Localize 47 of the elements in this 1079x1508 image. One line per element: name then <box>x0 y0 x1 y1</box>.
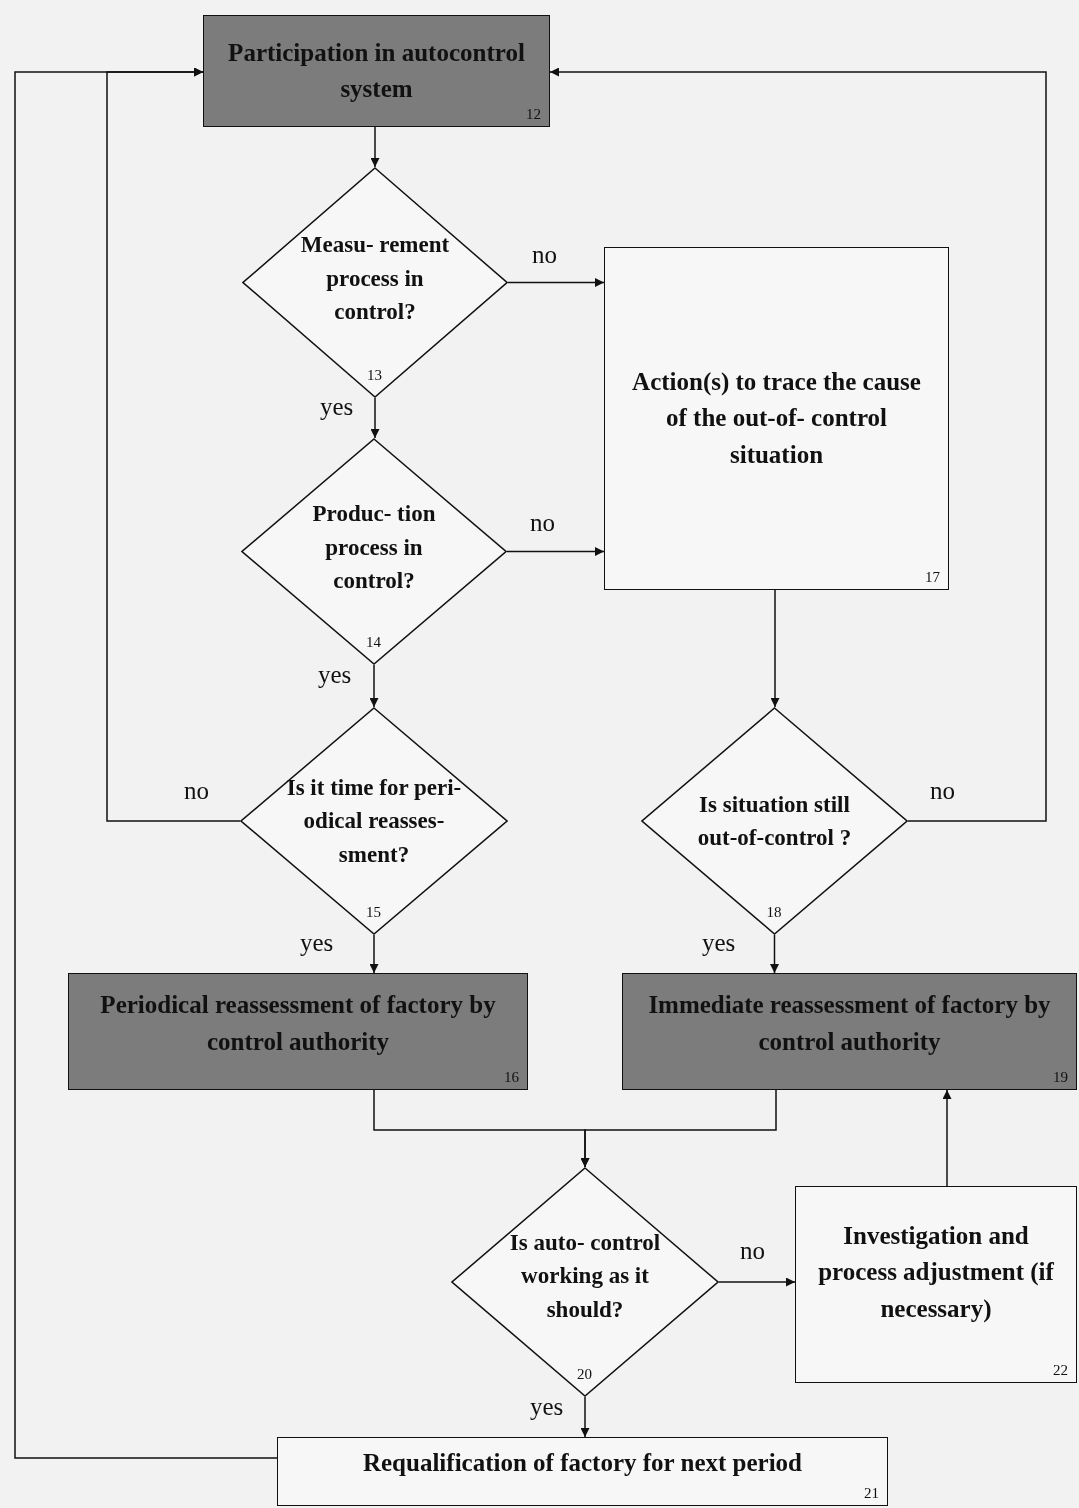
process-box <box>622 973 1077 1090</box>
node-text: Periodical reassessment of factory by control authority <box>99 990 497 1057</box>
process-box <box>604 247 949 590</box>
arrow <box>580 1396 590 1438</box>
node-text: Investigation and process adjustment (if necessary) <box>817 1221 1055 1325</box>
step-number: 20 <box>577 1366 592 1383</box>
arrow <box>549 67 1047 822</box>
step-number: 21 <box>864 1485 879 1502</box>
node-text: Is auto- control working as it should? <box>508 1229 662 1324</box>
node-text: Measu- rement process in control? <box>299 231 451 327</box>
arrow <box>770 589 780 708</box>
node-text: Is situation still out-of-control ? <box>696 790 853 852</box>
decision-diamond <box>641 707 908 935</box>
arrow <box>370 126 380 168</box>
step-number: 17 <box>925 569 940 586</box>
arrow <box>14 67 278 1459</box>
step-number: 12 <box>526 106 541 123</box>
step-number: 15 <box>366 904 381 921</box>
decision-diamond <box>242 167 508 398</box>
arrow <box>718 1277 796 1287</box>
arrow <box>507 278 605 287</box>
step-number: 22 <box>1053 1362 1068 1379</box>
arrow <box>370 397 380 439</box>
arrow <box>770 934 779 974</box>
step-number: 19 <box>1053 1069 1068 1086</box>
node-text: Is it time for peri- odical reasses- sment? <box>285 774 463 869</box>
process-box <box>795 1186 1077 1383</box>
arrow <box>580 1089 777 1168</box>
process-box <box>277 1437 888 1506</box>
step-number: 18 <box>766 904 782 921</box>
arrow <box>942 1089 952 1187</box>
process-box <box>203 15 550 127</box>
node-text: Action(s) to trace the cause of the out-of- control situation <box>631 367 922 470</box>
node-text: Requalification of factory for next period <box>361 1448 804 1479</box>
node-text: Immediate reassessment of factory by control authority <box>647 990 1052 1057</box>
step-number: 13 <box>367 367 382 384</box>
arrow <box>369 664 379 708</box>
arrow <box>369 934 379 974</box>
node-text: Participation in autocontrol system <box>227 37 526 104</box>
decision-diamond <box>241 438 507 665</box>
step-number: 16 <box>504 1069 519 1086</box>
decision-diamond <box>240 707 508 935</box>
decision-diamond <box>451 1167 719 1397</box>
arrow <box>506 547 605 556</box>
node-text: Produc- tion process in control? <box>311 500 437 596</box>
process-box <box>68 973 528 1090</box>
step-number: 14 <box>366 634 381 651</box>
